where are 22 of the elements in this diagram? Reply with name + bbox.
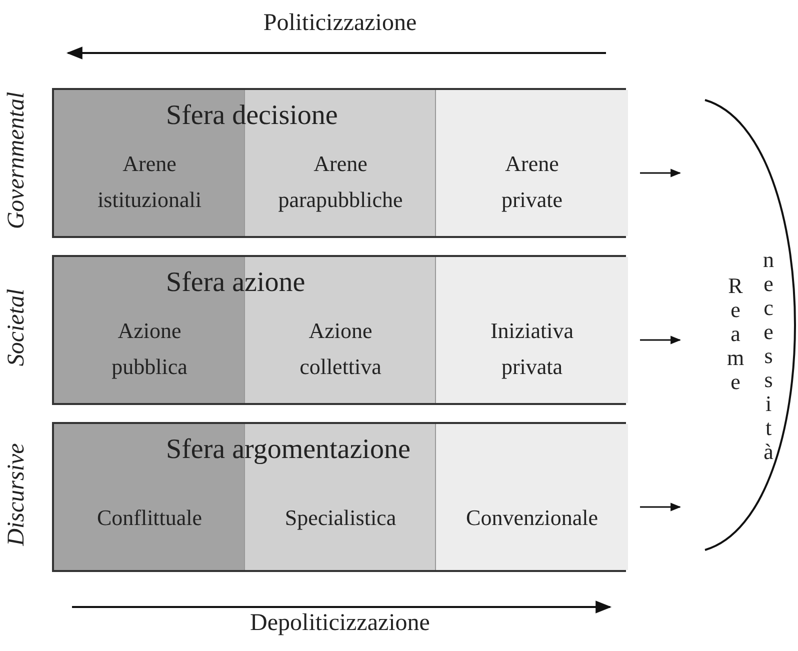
arrow [640, 502, 682, 512]
cell-text: Arene private [501, 150, 563, 214]
cell-text: Azione pubblica [112, 317, 188, 381]
band-title: Sfera argomentazione [166, 434, 410, 466]
band-title: Sfera azione [166, 267, 306, 299]
cell-text: Convenzionale [466, 504, 598, 532]
band-title: Sfera decisione [166, 100, 338, 132]
cell-text: Specialistica [284, 504, 396, 532]
cell-text: Arene istituzionali [98, 150, 202, 214]
vertical-text: Reame [722, 273, 748, 393]
row-label: Societal [4, 288, 30, 368]
cell-text: Azione collettiva [300, 317, 382, 381]
axis-label: Politicizzazione [263, 10, 417, 37]
arrow [640, 168, 682, 178]
cell-text: Iniziativa privata [490, 317, 574, 381]
axis-label: Depoliticizzazione [250, 610, 430, 637]
cell-text: Conflittuale [96, 504, 202, 532]
arrow [640, 336, 682, 344]
row-label: Governmental [4, 90, 30, 232]
row-label: Discursive [4, 442, 30, 548]
cell-text: Arene parapubbliche [278, 150, 403, 214]
vertical-text: necessità [755, 247, 781, 463]
